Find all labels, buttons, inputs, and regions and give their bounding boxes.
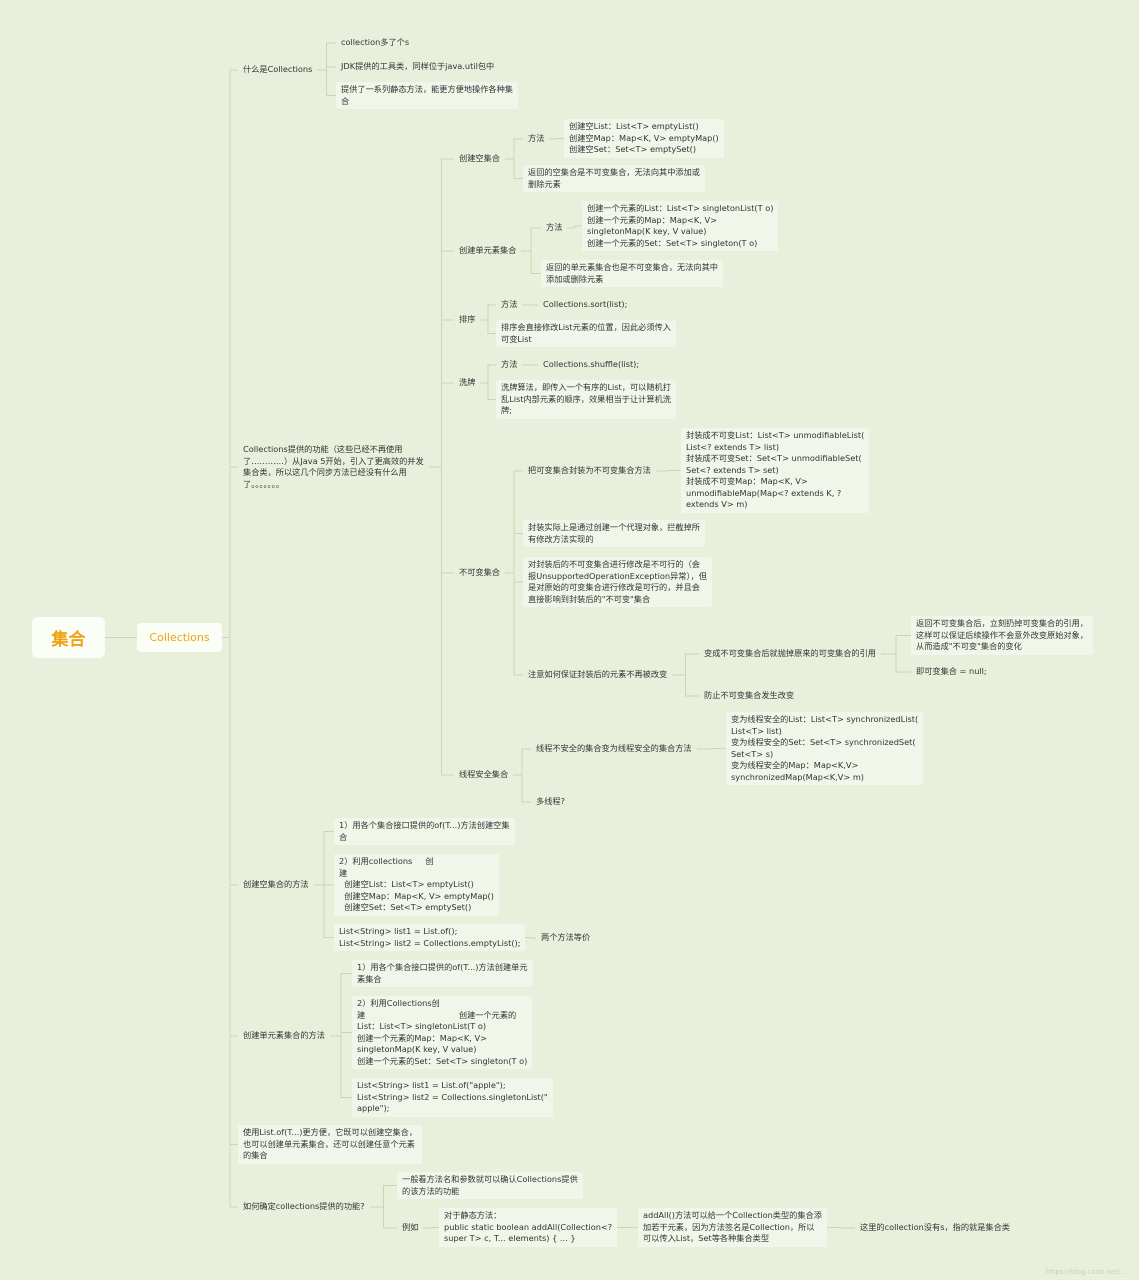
connector-line [505, 533, 523, 574]
immutable-node[interactable]: 不可变集合 [459, 567, 500, 577]
connector-line [222, 637, 238, 1208]
root-node[interactable]: 集合 [32, 617, 105, 658]
connector-line [513, 774, 531, 803]
connector-line [423, 1227, 439, 1229]
determine-general[interactable]: 一般看方法名和参数就可以确认Collections提供 的该方法的功能 [397, 1172, 583, 1199]
connector-line [827, 1227, 855, 1229]
create-single-node[interactable]: 创建单元素集合的方法 [243, 1030, 325, 1040]
single-methods[interactable]: 创建一个元素的List：List<T> singletonList(T o) 创… [582, 201, 779, 251]
connector-line [480, 382, 496, 400]
single-method-label[interactable]: 方法 [546, 222, 563, 232]
sort-method[interactable]: Collections.sort(list); [543, 299, 628, 309]
empty-method-label[interactable]: 方法 [528, 133, 545, 143]
connector-line [505, 138, 523, 160]
create-empty-opt2[interactable]: 2）利用collections 创 建 创建空List：List<T> empt… [334, 854, 499, 916]
sort-note[interactable]: 排序会直接修改List元素的位置，因此必须传入 可变List [496, 320, 676, 347]
create-empty-node[interactable]: 创建空集合的方法 [243, 879, 309, 889]
immutable-assign-null[interactable]: 即可变集合 = null; [916, 666, 987, 676]
determine-explain[interactable]: addAll()方法可以给一个Collection类型的集合添 加若干元素，因为… [638, 1208, 827, 1247]
connector-line [697, 748, 726, 750]
features-node[interactable]: Collections提供的功能（这些已经不再使用 了…………）从Java 5开… [243, 444, 424, 489]
shuffle-note[interactable]: 洗牌算法，即传入一个有序的List，可以随机打 乱List内部元素的顺序，效果相… [496, 380, 676, 419]
immutable-modify-note[interactable]: 对封装后的不可变集合进行修改是不可行的（会 报UnsupportedOperat… [523, 557, 712, 607]
collections-node[interactable]: Collections [137, 623, 222, 652]
connector-line [672, 674, 699, 697]
connector-line [314, 884, 334, 938]
what-item-static[interactable]: 提供了一系列静态方法，能更方便地操作各种集 合 [336, 82, 518, 109]
determine-s-note[interactable]: 这里的collection没有s，指的就是集合类 [860, 1222, 1010, 1232]
immutable-proxy-note[interactable]: 封装实际上是通过创建一个代理对象，拦截掉所 有修改方法实现的 [523, 520, 705, 547]
connector-line [567, 225, 582, 229]
determine-node[interactable]: 如何确定collections提供的功能? [243, 1201, 365, 1211]
empty-methods[interactable]: 创建空List：List<T> emptyList() 创建空Map：Map<K… [564, 119, 724, 158]
determine-example-label[interactable]: 例如 [402, 1222, 419, 1232]
immutable-ensure-node[interactable]: 注意如何保证封装后的元素不再被改变 [528, 669, 668, 679]
single-collection-node[interactable]: 创建单元素集合 [459, 245, 517, 255]
connector-line [480, 319, 496, 334]
connector-line [480, 304, 496, 321]
threadsafe-methods[interactable]: 变为线程安全的List：List<T> synchronizedList( Li… [726, 712, 924, 785]
create-empty-opt1[interactable]: 1）用各个集合接口提供的of(T...)方法创建空集 合 [334, 818, 515, 845]
create-empty-code[interactable]: List<String> list1 = List.of(); List<Str… [334, 924, 526, 951]
shuffle-method-label[interactable]: 方法 [501, 359, 518, 369]
empty-collection-node[interactable]: 创建空集合 [459, 153, 500, 163]
connector-line [656, 470, 681, 472]
what-item-jdk[interactable]: JDK提供的工具类，同样位于java.util包中 [341, 61, 495, 71]
connector-line [881, 635, 911, 655]
connector-line [370, 1206, 397, 1229]
connector-line [513, 748, 531, 776]
immutable-discard-note[interactable]: 返回不可变集合后，立刻扔掉可变集合的引用， 这样可以保证后续操作不会意外改变原始… [911, 616, 1093, 655]
immutable-wrap-methods[interactable]: 封装成不可变List：List<T> unmodifiableList( Lis… [681, 428, 870, 513]
watermark: https://blog.csdn.net/... [1045, 1268, 1127, 1276]
shuffle-node[interactable]: 洗牌 [459, 377, 476, 387]
create-empty-equiv[interactable]: 两个方法等价 [541, 932, 591, 942]
listof-note[interactable]: 使用List.of(T...)更方便，它既可以创建空集合， 也可以创建单元素集合… [238, 1125, 423, 1164]
empty-note[interactable]: 返回的空集合是不可变集合，无法向其中添加或 删除元素 [523, 165, 705, 192]
connector-line [521, 250, 541, 274]
immutable-prevent-node[interactable]: 防止不可变集合发生改变 [704, 690, 795, 700]
connector-line [429, 382, 454, 468]
connector-line [370, 1185, 397, 1208]
connector-line [314, 831, 334, 886]
immutable-wrap-node[interactable]: 把可变集合封装为不可变集合方法 [528, 465, 651, 475]
connector-line [505, 158, 523, 179]
single-note[interactable]: 返回的单元素集合也是不可变集合，无法向其中 添加或删除元素 [541, 260, 723, 287]
what-item-s[interactable]: collection多了个s [341, 37, 410, 47]
connector-line [330, 1032, 352, 1037]
shuffle-method[interactable]: Collections.shuffle(list); [543, 359, 640, 369]
connector-line [521, 227, 541, 252]
sort-method-label[interactable]: 方法 [501, 299, 518, 309]
connector-line [672, 653, 699, 676]
connector-line [881, 653, 911, 673]
determine-example[interactable]: 对于静态方法： public static boolean addAll(Col… [439, 1208, 618, 1247]
connector-line [429, 466, 454, 776]
sort-node[interactable]: 排序 [459, 314, 476, 324]
connector-line [317, 42, 336, 71]
threadsafe-convert-node[interactable]: 线程不安全的集合变为线程安全的集合方法 [536, 743, 692, 753]
threadsafe-multithread[interactable]: 多线程? [536, 796, 565, 806]
create-single-opt2[interactable]: 2）利用Collections创 建 创建一个元素的 List：List<T> … [352, 996, 533, 1069]
connector-line [222, 466, 238, 638]
connector-line [480, 364, 496, 384]
threadsafe-node[interactable]: 线程安全集合 [459, 769, 509, 779]
what-is-collections-node[interactable]: 什么是Collections [243, 64, 313, 74]
connector-line [505, 572, 523, 676]
create-single-opt1[interactable]: 1）用各个集合接口提供的of(T...)方法创建单元 素集合 [352, 960, 533, 987]
connector-line [525, 937, 536, 939]
connector-line [549, 138, 564, 140]
connector-line [330, 1035, 352, 1098]
immutable-discard-node[interactable]: 变成不可变集合后就抛掉原来的可变集合的引用 [704, 648, 876, 658]
connector-line [330, 973, 352, 1037]
create-single-code[interactable]: List<String> list1 = List.of("apple"); L… [352, 1078, 553, 1117]
connector-line [317, 69, 336, 96]
